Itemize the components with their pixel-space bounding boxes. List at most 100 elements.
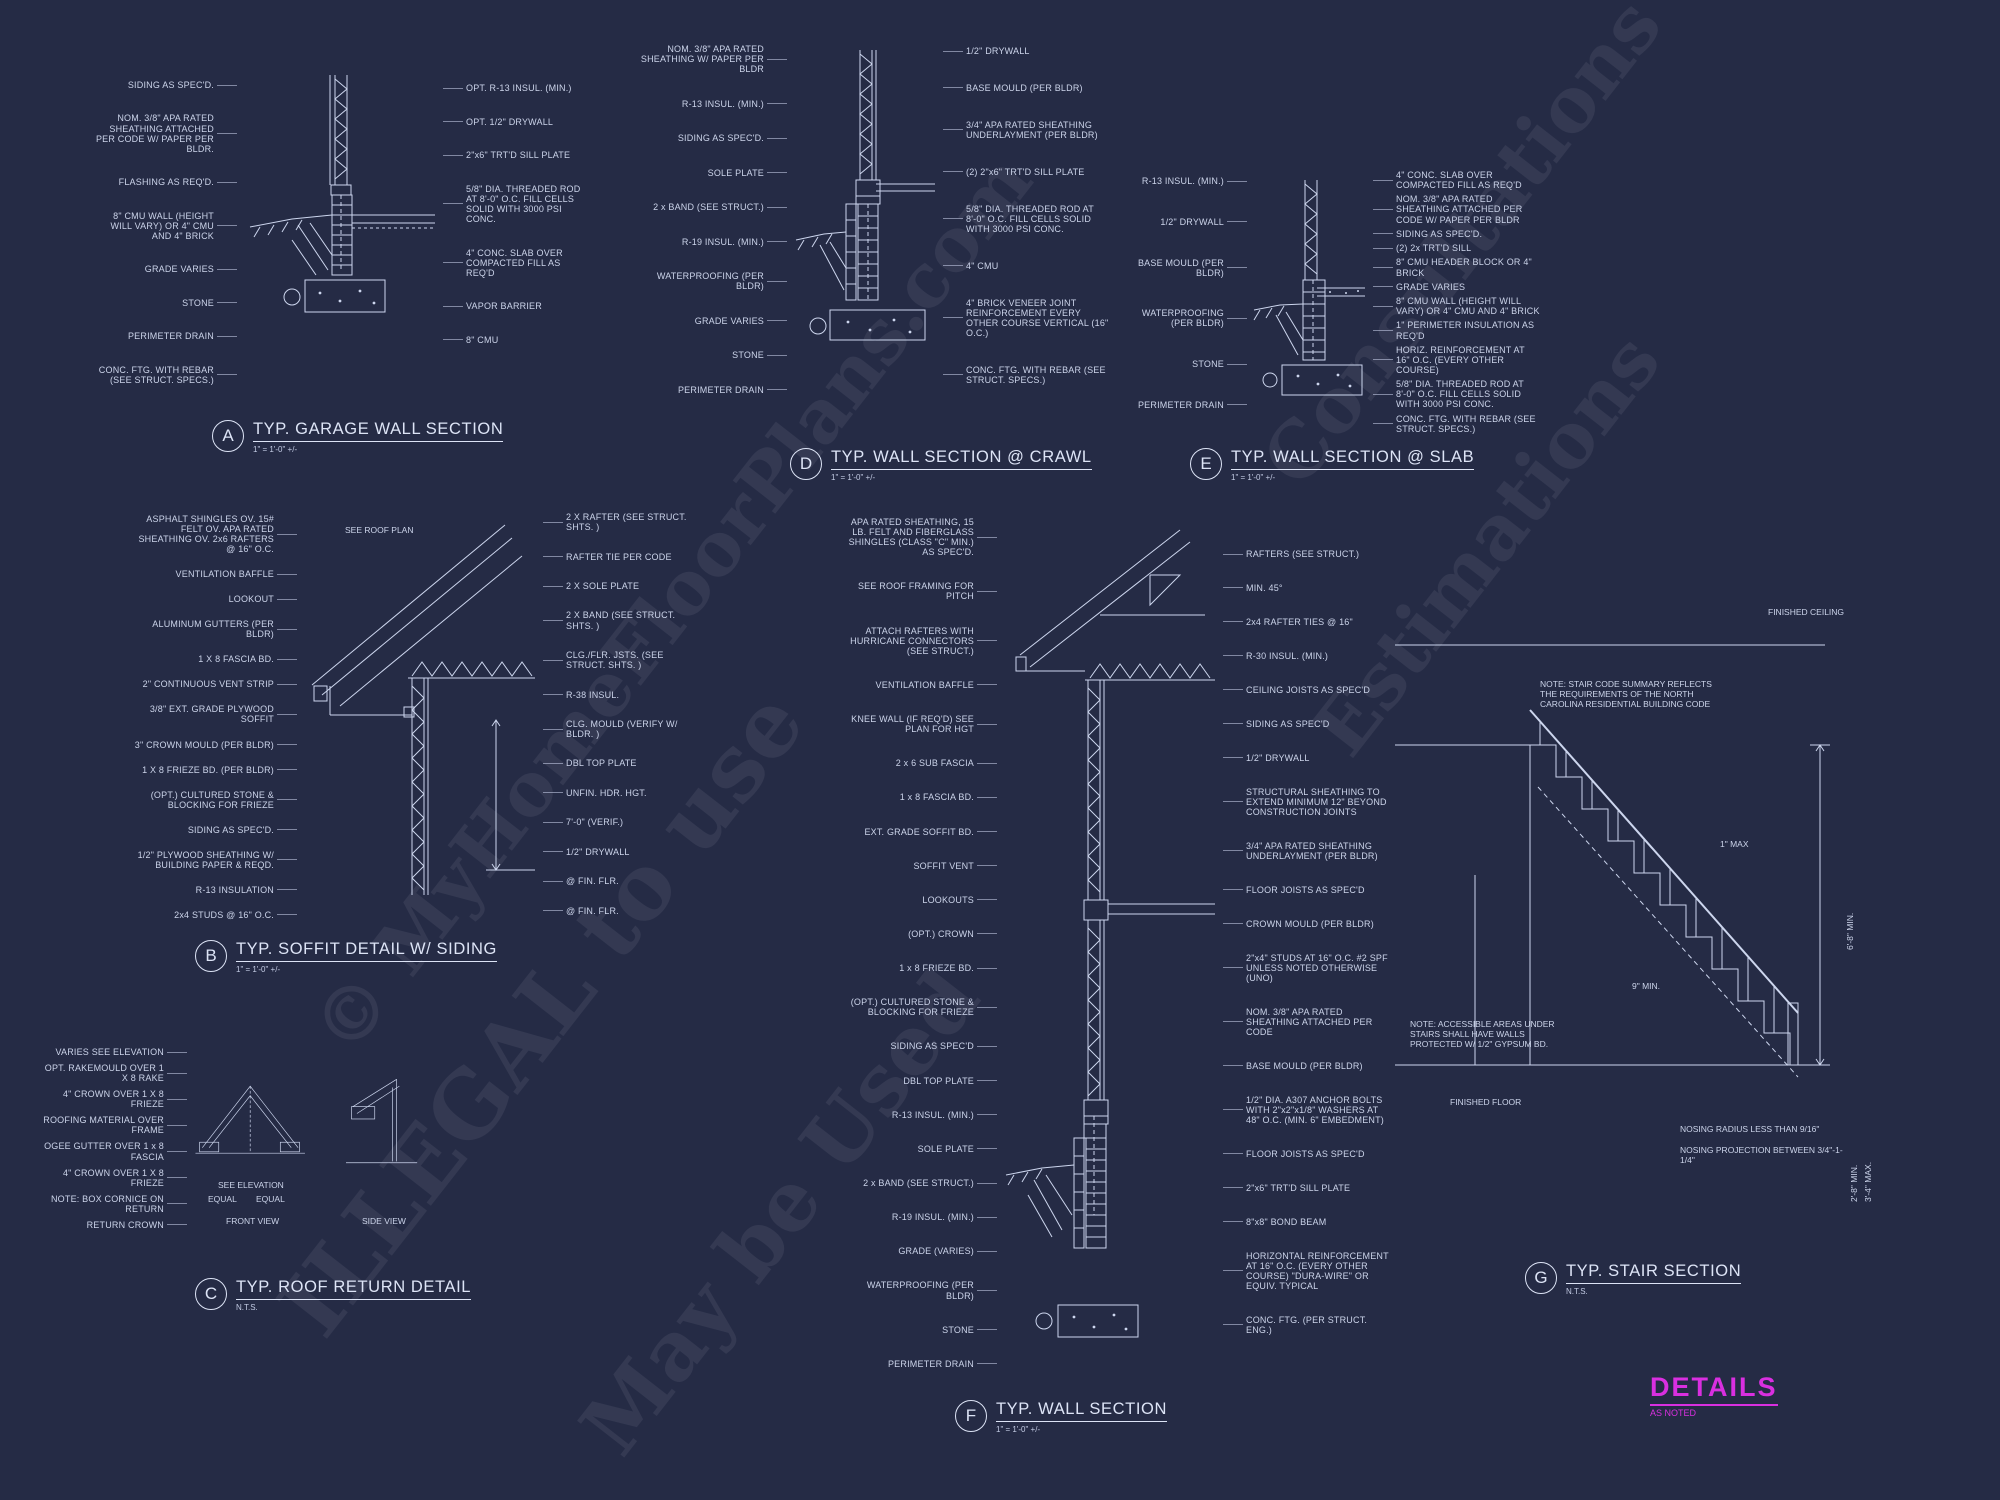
callout-label: PERIMETER DRAIN — [1130, 400, 1250, 410]
callout-label: 1 X 8 FRIEZE BD. (PER BLDR) — [90, 765, 300, 775]
leader-line — [167, 1098, 187, 1100]
leader-line — [1373, 330, 1393, 332]
leader-line — [943, 265, 963, 267]
stair-drawing — [1395, 644, 1830, 1078]
callout-label: STONE — [840, 1325, 1000, 1335]
callout-label: SIDING AS SPEC'D. — [640, 133, 790, 143]
callout-label: R-13 INSUL. (MIN.) — [640, 99, 790, 109]
leader-line — [977, 933, 997, 935]
sheet-title: DETAILS — [1650, 1372, 1778, 1406]
leader-line — [167, 1051, 187, 1053]
leader-line — [1373, 423, 1393, 425]
leader-line — [1223, 889, 1243, 891]
leader-line — [543, 792, 563, 794]
panel-scale: 1" = 1'-0" +/- — [1231, 473, 1276, 482]
leader-line — [217, 133, 237, 135]
leader-line — [977, 762, 997, 764]
roof-return-drawing — [195, 1078, 418, 1164]
wall-section-drawing — [1005, 529, 1215, 1338]
title-wall-section-full: F TYP. WALL SECTION 1" = 1'-0" +/- — [955, 1400, 1167, 1434]
callout-label: 1/2" DRYWALL — [1220, 753, 1400, 763]
leader-line — [443, 262, 463, 264]
callout-label: RAFTERS (SEE STRUCT.) — [1220, 549, 1400, 559]
callout-label: SOLE PLATE — [840, 1144, 1000, 1154]
leader-line — [217, 302, 237, 304]
callout-label: GRADE VARIES — [640, 316, 790, 326]
callout-label: NOM. 3/8" APA RATED SHEATHING W/ PAPER P… — [640, 44, 790, 74]
leader-line — [977, 1290, 997, 1292]
leader-line — [277, 683, 297, 685]
title-stair-section: G TYP. STAIR SECTION N.T.S. — [1525, 1262, 1742, 1296]
detail-letter-badge: F — [955, 1400, 987, 1432]
garage-labels-left: SIDING AS SPEC'D.NOM. 3/8" APA RATED SHE… — [90, 65, 240, 415]
leader-line — [767, 103, 787, 105]
callout-label: R-19 INSUL. (MIN.) — [840, 1212, 1000, 1222]
callout-label: OGEE GUTTER OVER 1 x 8 FASCIA — [40, 1141, 190, 1162]
leader-line — [543, 620, 563, 622]
leader-line — [543, 821, 563, 823]
leader-line — [277, 598, 297, 600]
leader-line — [1373, 233, 1393, 235]
callout-label: 1/2" DIA. A307 ANCHOR BOLTS WITH 2"x2"x1… — [1220, 1095, 1400, 1125]
leader-line — [167, 1151, 187, 1153]
callout-label: HORIZONTAL REINFORCEMENT AT 16" O.C. (EV… — [1220, 1251, 1400, 1291]
callout-label: VARIES SEE ELEVATION — [40, 1047, 190, 1057]
leader-line — [543, 880, 563, 882]
callout-label: 1/2" DRYWALL — [540, 847, 690, 857]
panel-garage-wall-section: SIDING AS SPEC'D.NOM. 3/8" APA RATED SHE… — [90, 65, 590, 415]
leader-line — [1223, 850, 1243, 852]
detail-letter-badge: E — [1190, 448, 1222, 480]
callout-label: 4" CONC. SLAB OVER COMPACTED FILL AS REQ… — [440, 248, 590, 278]
leader-line — [277, 628, 297, 630]
panel-scale: 1" = 1'-0" +/- — [236, 965, 281, 974]
leader-line — [277, 829, 297, 831]
under-stairs-note: NOTE: ACCESSIBLE AREAS UNDER STAIRS SHAL… — [1410, 1019, 1555, 1049]
callout-label: ATTACH RAFTERS WITH HURRICANE CONNECTORS… — [840, 626, 1000, 656]
callout-label: CEILING JOISTS AS SPEC'D — [1220, 685, 1400, 695]
panel-scale: 1" = 1'-0" +/- — [996, 1425, 1041, 1434]
leader-line — [1223, 1270, 1243, 1272]
handrail-max-dimension: 3'-4" MAX. — [1863, 1161, 1873, 1202]
handrail-min-dimension: 2'-8" MIN. — [1849, 1164, 1859, 1202]
headroom-dimension: 6'-8" MIN. — [1845, 912, 1855, 950]
leader-line — [977, 899, 997, 901]
leader-line — [277, 658, 297, 660]
callout-label: 3" CROWN MOULD (PER BLDR) — [90, 740, 300, 750]
callout-label: SIDING AS SPEC'D. — [90, 80, 240, 90]
leader-line — [943, 317, 963, 319]
detail-letter-badge: C — [195, 1278, 227, 1310]
crawl-wall-drawing — [795, 50, 935, 341]
callout-label: 1 x 8 FASCIA BD. — [840, 792, 1000, 802]
finished-floor-label: FINISHED FLOOR — [1450, 1097, 1522, 1107]
callout-label: NOM. 3/8" APA RATED SHEATHING ATTACHED P… — [1370, 194, 1550, 225]
leader-line — [217, 84, 237, 86]
crawl-drawing-wrap — [790, 40, 940, 435]
callout-label: SIDING AS SPEC'D — [840, 1041, 1000, 1051]
leader-line — [1223, 723, 1243, 725]
leader-line — [443, 339, 463, 341]
leader-line — [1223, 1109, 1243, 1111]
leader-line — [1223, 923, 1243, 925]
callout-label: 5/8" DIA. THREADED ROD AT 8'-0" O.C. FIL… — [940, 204, 1120, 234]
soffit-labels-left: ASPHALT SHINGLES OV. 15# FELT OV. APA RA… — [90, 510, 300, 930]
leader-line — [943, 171, 963, 173]
callout-label: 8" CMU WALL (HEIGHT WILL VARY) OR 4" CMU… — [90, 211, 240, 241]
callout-label: WATERPROOFING (PER BLDR) — [640, 271, 790, 291]
crawl-labels-left: NOM. 3/8" APA RATED SHEATHING W/ PAPER P… — [640, 40, 790, 435]
leader-line — [767, 58, 787, 60]
panel-title: TYP. STAIR SECTION — [1566, 1262, 1742, 1284]
callout-label: VAPOR BARRIER — [440, 301, 590, 311]
leader-line — [277, 533, 297, 535]
leader-line — [543, 659, 563, 661]
see-roof-plan-note: SEE ROOF PLAN — [345, 525, 414, 535]
callout-label: @ FIN. FLR. — [540, 906, 690, 916]
callout-label: 2 X BAND (SEE STRUCT. SHTS. ) — [540, 610, 690, 631]
leader-line — [1373, 179, 1393, 181]
garage-wall-drawing — [249, 75, 435, 313]
callout-label: OPT. 1/2" DRYWALL — [440, 117, 590, 127]
callout-label: CLG./FLR. JSTS. (SEE STRUCT. SHTS. ) — [540, 650, 690, 670]
leader-line — [767, 172, 787, 174]
